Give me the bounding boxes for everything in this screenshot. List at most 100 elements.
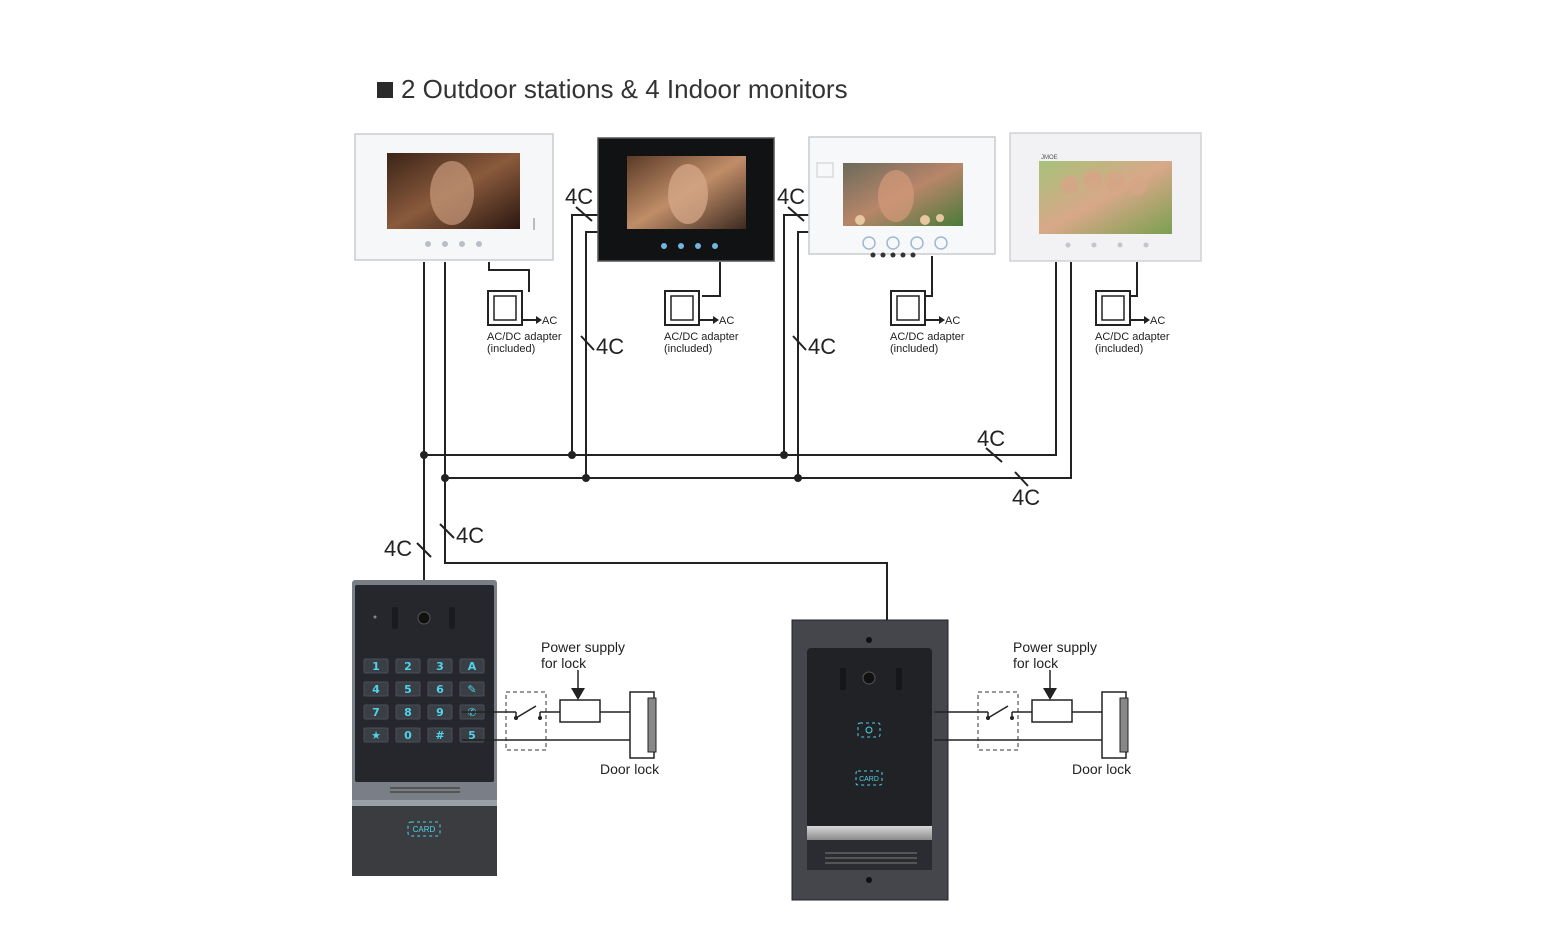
wire-adapter-2 xyxy=(702,262,721,297)
keypad-key[interactable]: 6 xyxy=(427,681,453,697)
acdc-adapter: AC AC/DC adapter(included) xyxy=(1095,290,1170,355)
keypad-key[interactable]: 2 xyxy=(395,658,421,674)
adapter-label-line1: AC/DC adapter xyxy=(664,331,739,343)
keypad-key-label: 2 xyxy=(404,660,412,673)
wire-m2-a xyxy=(571,214,599,455)
cable-label: 4C xyxy=(977,426,1005,451)
door-lock-label: Door lock xyxy=(600,761,660,777)
arrow-right-icon xyxy=(939,316,945,324)
card-icon xyxy=(855,770,883,786)
title-text: 2 Outdoor stations & 4 Indoor monitors xyxy=(401,74,848,104)
keypad-key-label: ✎ xyxy=(467,683,476,696)
keypad-key[interactable]: 5 xyxy=(395,681,421,697)
cable-slash xyxy=(439,523,455,539)
keypad-key[interactable]: # xyxy=(427,727,453,743)
monitor-brand: JMOE xyxy=(1041,155,1058,161)
cable-slash xyxy=(985,447,1003,463)
cable-label: 4C xyxy=(596,334,624,359)
keypad-key[interactable]: 1 xyxy=(363,658,389,674)
wire-m3-a xyxy=(783,214,810,455)
cable-label: 4C xyxy=(384,536,412,561)
cable-label: 4C xyxy=(565,184,593,209)
keypad-key[interactable]: 9 xyxy=(427,704,453,720)
wire-adapter-3 xyxy=(925,256,933,297)
keypad-key-label: 8 xyxy=(404,706,412,719)
keypad-key-label: ★ xyxy=(371,729,381,742)
power-supply-label-line2: for lock xyxy=(541,655,587,671)
monitor-screen xyxy=(1039,161,1172,234)
junction-dot xyxy=(441,474,449,482)
family-faces xyxy=(1061,170,1147,195)
adapter-ac-label: AC xyxy=(945,315,960,327)
junction-dot xyxy=(420,451,428,459)
junction-dot xyxy=(794,474,802,482)
keypad-key-label: # xyxy=(435,729,444,742)
bell-icon xyxy=(857,722,881,738)
power-supply-box xyxy=(559,699,601,723)
cable-slash xyxy=(1014,471,1029,487)
monitor-buttons xyxy=(661,243,718,249)
keypad-key[interactable]: ★ xyxy=(363,727,389,743)
keypad-key-label: 6 xyxy=(436,683,444,696)
cable-label: 4C xyxy=(808,334,836,359)
bus-line-lower xyxy=(445,262,1072,479)
wire-adapter-1 xyxy=(488,262,530,292)
adapter-label-line1: AC/DC adapter xyxy=(1095,331,1170,343)
acdc-adapter: AC AC/DC adapter(included) xyxy=(664,290,739,355)
arrow-right-icon xyxy=(536,316,542,324)
door-lock-label: Door lock xyxy=(1072,761,1132,777)
monitor-buttons xyxy=(1065,242,1149,248)
power-supply-label-line1: Power supply xyxy=(541,639,625,655)
card-label: CARD xyxy=(413,825,436,834)
flowers xyxy=(855,214,944,225)
cable-label: 4C xyxy=(1012,485,1040,510)
monitor-buttons xyxy=(862,236,948,250)
cable-slash xyxy=(416,542,432,558)
adapter-ac-label: AC xyxy=(1150,315,1165,327)
keypad-key[interactable]: 5 xyxy=(459,727,485,743)
keypad-key-label: 1 xyxy=(372,660,380,673)
switch xyxy=(515,705,537,719)
keypad-key-label: 0 xyxy=(404,729,412,742)
adapter-label-line1: AC/DC adapter xyxy=(487,331,562,343)
indoor-monitor-4: JMOE xyxy=(1009,132,1202,262)
adapter-label-line2: (included) xyxy=(664,343,712,355)
cable-slash xyxy=(575,206,593,222)
keypad-key[interactable]: 3 xyxy=(427,658,453,674)
diagram-title: 2 Outdoor stations & 4 Indoor monitors xyxy=(377,74,848,105)
card-label: CARD xyxy=(859,776,879,783)
outdoor-station-2: CARD xyxy=(791,619,949,901)
switch xyxy=(987,705,1009,719)
keypad-key-label: 5 xyxy=(468,729,476,742)
adapter-ac-label: AC xyxy=(542,315,557,327)
adapter-label-line2: (included) xyxy=(1095,343,1143,355)
arrow-right-icon xyxy=(713,316,719,324)
power-supply-label-line2: for lock xyxy=(1013,655,1059,671)
junction-dot xyxy=(582,474,590,482)
cable-slash xyxy=(792,335,807,351)
cable-slash xyxy=(787,206,805,222)
wires xyxy=(423,214,1138,620)
keypad-key[interactable]: A xyxy=(459,658,485,674)
indoor-monitor-3 xyxy=(808,136,996,258)
keypad-key[interactable]: 0 xyxy=(395,727,421,743)
bus-line-upper xyxy=(424,262,1057,456)
junction-dots xyxy=(420,451,802,482)
camera-lens xyxy=(862,671,876,685)
keypad-key[interactable]: 7 xyxy=(363,704,389,720)
adapter-ac-label: AC xyxy=(719,315,734,327)
card-icon xyxy=(407,821,441,837)
keypad-key[interactable]: ✎ xyxy=(459,681,485,697)
keypad-key[interactable]: 8 xyxy=(395,704,421,720)
cable-label: 4C xyxy=(777,184,805,209)
card-reader-area xyxy=(352,800,497,876)
wire-m1-b xyxy=(444,262,888,620)
keypad-key[interactable]: 4 xyxy=(363,681,389,697)
relay-box xyxy=(505,691,547,751)
title-bullet xyxy=(377,81,393,98)
